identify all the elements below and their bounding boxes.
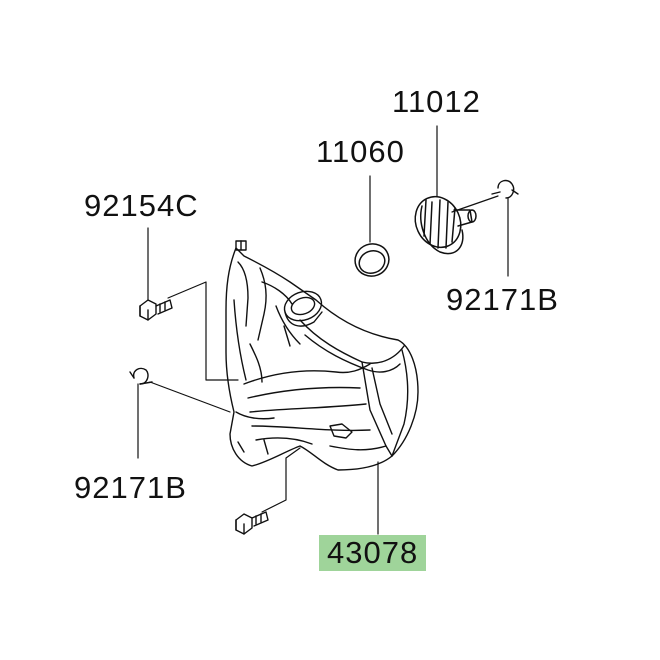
label-clamp-left: 92171B bbox=[74, 470, 187, 505]
reservoir-cap bbox=[414, 195, 477, 255]
filler-neck bbox=[283, 290, 323, 327]
label-clamp-right: 92171B bbox=[446, 282, 559, 317]
gasket bbox=[354, 243, 390, 277]
leader-lines bbox=[137, 125, 509, 535]
reservoir-tank bbox=[225, 240, 419, 471]
label-cap: 11012 bbox=[392, 84, 481, 119]
label-gasket: 11060 bbox=[316, 134, 405, 169]
bolt-upper bbox=[139, 299, 173, 321]
label-tank: 43078 bbox=[319, 535, 427, 571]
clamp-left bbox=[129, 367, 153, 385]
label-bolt: 92154C bbox=[84, 188, 199, 223]
bolt-lower bbox=[235, 511, 269, 535]
clamp-right bbox=[491, 179, 519, 199]
